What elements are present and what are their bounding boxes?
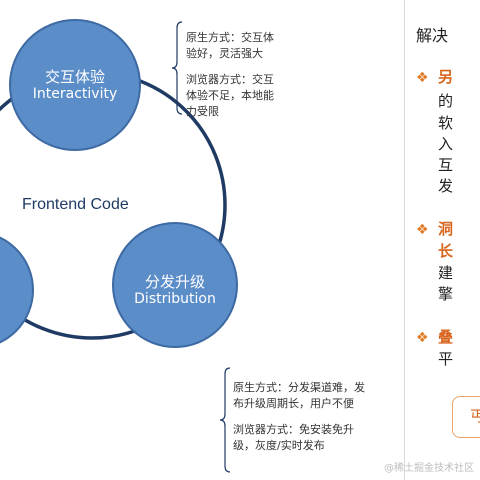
node-distribution: 分发升级 Distribution — [115, 273, 235, 308]
node-distribution-en: Distribution — [134, 291, 216, 307]
diamond-bullet-icon: ❖ — [416, 330, 429, 346]
node-interactivity-en: Interactivity — [32, 86, 118, 102]
note-interactivity-browser: 浏览器方式：交互体验不足，本地能力受限 — [186, 72, 274, 118]
note-brace-top — [171, 21, 183, 115]
note-interactivity-native: 原生方式：交互体验好，灵活强大 — [186, 31, 274, 60]
diamond-bullet-icon: ❖ — [416, 70, 429, 86]
right-item-1-line: 的 — [438, 92, 454, 110]
watermark: @稀土掘金技术社区 — [384, 463, 474, 474]
right-item-2-line: 擎 — [438, 285, 454, 303]
reference-box — [452, 396, 480, 438]
panel-divider — [404, 0, 405, 480]
right-item-1-head: 另 — [438, 68, 454, 86]
right-item-3-head: 叠 — [438, 328, 454, 346]
node-distribution-circle — [112, 222, 238, 348]
diamond-bullet-icon: ❖ — [416, 222, 429, 238]
right-item-1-line: 发 — [438, 177, 454, 195]
right-item-1-line: 互 — [438, 156, 454, 174]
right-item-2-line: 长 — [438, 242, 454, 260]
node-interactivity-zh: 交互体验 — [44, 68, 105, 86]
center-label: Frontend Code — [22, 196, 129, 213]
note-distribution-browser: 浏览器方式：免安装免升级，灰度/实时发布 — [233, 422, 354, 452]
note-distribution-native: 原生方式：分发渠道难，发布升级周期长，用户不便 — [233, 381, 365, 410]
note-distribution: 原生方式：分发渠道难，发布升级周期长，用户不便 浏览器方式：免安装免升级，灰度/… — [233, 380, 368, 454]
node-left-circle — [0, 236, 34, 344]
right-item-1-line: 入 — [438, 135, 454, 153]
note-brace-bottom — [219, 367, 231, 473]
node-interactivity: 交互体验 Interactivity — [15, 68, 135, 103]
note-interactivity: 原生方式：交互体验好，灵活强大 浏览器方式：交互体验不足，本地能力受限 — [186, 30, 282, 120]
right-item-2-head: 洞 — [438, 220, 454, 238]
right-item-2-line: 建 — [438, 264, 454, 282]
right-item-3-line: 平 — [438, 350, 454, 368]
node-interactivity-circle — [9, 19, 141, 151]
right-item-1-line: 软 — [438, 114, 454, 132]
node-distribution-zh: 分发升级 — [144, 273, 205, 291]
right-panel-title: 解决 — [416, 26, 449, 45]
reference-text: 丐 — [470, 407, 480, 425]
